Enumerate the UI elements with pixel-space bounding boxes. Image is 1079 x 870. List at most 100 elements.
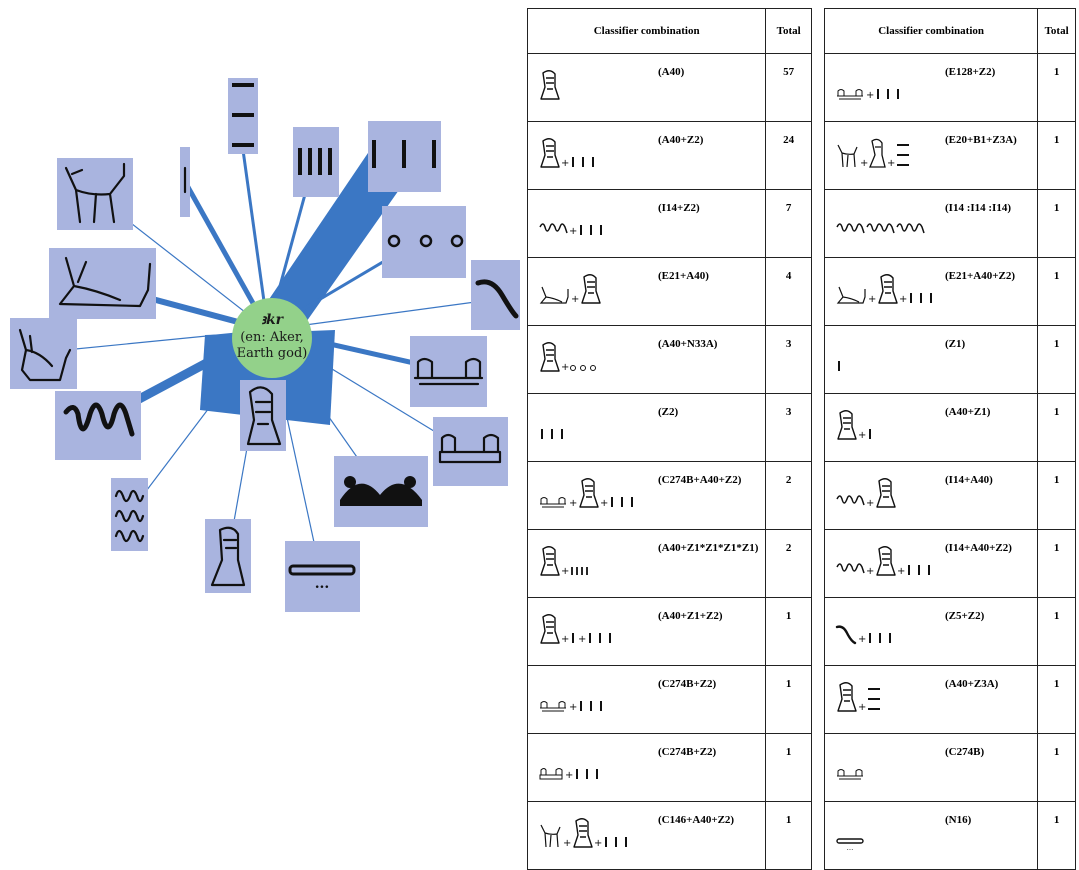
seated-god-icon <box>540 70 560 100</box>
classifier-glyphs <box>835 205 925 239</box>
seated-god-icon <box>876 546 896 576</box>
classifier-combination-cell: +(I14+A40) <box>823 461 1039 530</box>
svg-text:+: + <box>578 634 586 645</box>
seated-god-icon <box>878 274 898 304</box>
classifier-glyphs <box>835 749 865 783</box>
total-cell: 1 <box>1037 665 1076 734</box>
total-cell: 1 <box>1037 121 1076 190</box>
table-row: +(E21+A40)4 <box>526 257 812 326</box>
snake-icon <box>539 223 568 234</box>
table-row: +(A40+Z2)24 <box>526 121 812 190</box>
total-cell: 1 <box>1037 461 1076 530</box>
node-earth: ... <box>285 541 360 612</box>
total-cell: 1 <box>1037 393 1076 462</box>
table-row: ++(E20+B1+Z3A)1 <box>823 121 1076 190</box>
classifier-glyphs: + <box>835 69 904 103</box>
plus-icon: + <box>569 226 577 237</box>
edge-three-strokes <box>255 150 420 345</box>
total-cell: 1 <box>765 733 812 802</box>
svg-text:+: + <box>569 226 577 237</box>
node-stroke-small <box>180 147 190 217</box>
three-strokes-icon <box>580 225 602 235</box>
node-triple-snake <box>111 478 148 551</box>
standing-jackal-icon <box>837 144 858 168</box>
three-strokes-icon <box>605 837 627 847</box>
classifier-code: (E128+Z2) <box>945 66 996 78</box>
three-strokes-icon <box>580 701 602 711</box>
plus-icon: + <box>594 838 602 849</box>
classifier-glyphs: + <box>538 273 601 307</box>
classifier-glyphs: ... <box>835 817 865 851</box>
table-row: +(A40+Z1*Z1*Z1*Z1)2 <box>526 529 812 598</box>
classifier-combination-cell: ++(I14+A40+Z2) <box>823 529 1039 598</box>
classifier-glyphs: + <box>538 749 603 783</box>
plus-icon: + <box>866 498 874 509</box>
total-cell: 1 <box>1037 529 1076 598</box>
svg-text:+: + <box>866 498 874 509</box>
center-node: ꜣkr (en: Aker, Earth god) <box>232 298 312 378</box>
classifier-combination-cell: ++(E20+B1+Z3A) <box>823 121 1039 190</box>
table-row: (A40)57 <box>526 53 812 122</box>
total-cell: 1 <box>1037 325 1076 394</box>
classifier-glyphs: + <box>538 545 589 579</box>
svg-text:+: + <box>897 566 905 577</box>
table-header-row: Classifier combination Total <box>526 8 812 54</box>
table-row: +(I14+A40)1 <box>823 461 1076 530</box>
stacked-strokes-icon <box>897 144 909 166</box>
classifier-combination-cell: ++(A40+Z1+Z2) <box>526 597 767 666</box>
node-lions-hill <box>334 456 428 527</box>
classifier-glyphs: + <box>538 137 599 171</box>
svg-text:+: + <box>594 838 602 849</box>
svg-text:+: + <box>563 838 571 849</box>
seated-god-icon <box>540 342 560 372</box>
classifier-combination-cell: +(A40+N33A) <box>526 325 767 394</box>
plus-icon: + <box>561 634 569 645</box>
table-row: ++(E21+A40+Z2)1 <box>823 257 1076 326</box>
svg-text:+: + <box>600 498 608 509</box>
three-strokes-icon <box>576 769 598 779</box>
classifier-combination-cell: +(I14+Z2) <box>526 189 767 258</box>
seated-god-icon <box>540 614 560 644</box>
node-three-strokes <box>368 121 441 192</box>
plus-icon: + <box>563 838 571 849</box>
total-cell: 1 <box>765 801 812 870</box>
classifier-code: (I14 :I14 :I14) <box>945 202 1011 214</box>
svg-text:+: + <box>887 158 895 169</box>
diagonal-icon <box>835 625 857 645</box>
plus-icon: + <box>858 702 866 713</box>
node-standing-jackal <box>57 158 133 230</box>
table-row: ++(A40+Z1+Z2)1 <box>526 597 812 666</box>
node-recumbent-jackal <box>49 248 156 319</box>
total-cell: 4 <box>765 257 812 326</box>
classifier-table-right: Classifier combination Total + (E128+Z2) 1… <box>823 8 1076 870</box>
header-total: Total <box>1037 8 1076 54</box>
table-header-row: Classifier combination Total <box>823 8 1076 54</box>
classifier-combination-cell: + (E128+Z2) <box>823 53 1039 122</box>
plus-icon: + <box>858 634 866 645</box>
plus-icon: + <box>866 90 874 101</box>
total-cell: 1 <box>765 597 812 666</box>
three-strokes-icon <box>910 293 932 303</box>
classifier-combination-cell: ...(N16) <box>823 801 1039 870</box>
classifier-glyphs: + <box>538 205 607 239</box>
classifier-combination-cell: ++(E21+A40+Z2) <box>823 257 1039 326</box>
plus-icon: + <box>897 566 905 577</box>
recumbent-jackal-icon <box>836 286 866 304</box>
node-sphinx-pair-right <box>433 417 508 486</box>
classifier-combination-cell: +(A40+Z1*Z1*Z1*Z1) <box>526 529 767 598</box>
svg-text:+: + <box>866 566 874 577</box>
plus-icon: + <box>569 498 577 509</box>
classifier-glyphs: + <box>835 613 896 647</box>
three-circles-icon <box>570 365 596 371</box>
classifier-glyphs: ++ <box>538 613 616 647</box>
seated-god-icon <box>540 138 560 168</box>
svg-text:+: + <box>569 498 577 509</box>
center-subtitle-1: (en: Aker, <box>240 330 304 345</box>
table-row: ++(C274B+A40+Z2)2 <box>526 461 812 530</box>
seated-woman-icon <box>869 138 886 168</box>
classifier-combination-cell: +(A40+Z3A) <box>823 665 1039 734</box>
classifier-combination-cell: ++(C274B+A40+Z2) <box>526 461 767 530</box>
plus-icon: + <box>887 158 895 169</box>
classifier-code: (C274B+Z2) <box>658 678 717 690</box>
classifier-glyphs: + <box>835 681 882 715</box>
